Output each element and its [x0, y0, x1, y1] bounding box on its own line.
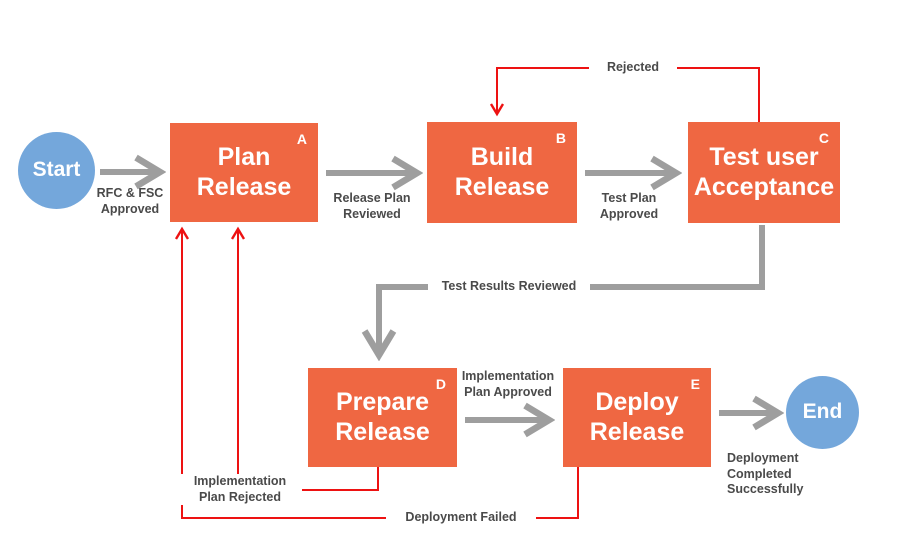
edge-label-test-results-reviewed: Test Results Reviewed — [428, 279, 590, 295]
node-end: End — [786, 376, 859, 449]
edge-label-rfc-fsc-approved: RFC & FSC Approved — [96, 186, 164, 216]
edge-rejected-arrow — [489, 67, 760, 122]
edge-label-implementation-plan-approved: Implementation Plan Approved — [461, 369, 555, 399]
edge-label-deployment-completed-successfully: Deployment Completed Successfully — [727, 451, 804, 496]
edge-implementation-plan-rejected-arrow — [230, 226, 379, 491]
node-test-user-acceptance-label: Test user Acceptance — [693, 143, 835, 201]
node-deploy-release-label: Deploy Release — [589, 388, 685, 446]
node-end-label: End — [802, 400, 843, 424]
node-start: Start — [18, 132, 95, 209]
edge-deployment-failed-arrow — [174, 226, 579, 519]
node-deploy-release-letter: E — [690, 376, 700, 392]
edge-label-test-plan-approved: Test Plan Approved — [599, 191, 659, 221]
edge-label-implementation-plan-rejected: Implementation Plan Rejected — [178, 474, 302, 505]
edge-label-release-plan-reviewed: Release Plan Reviewed — [333, 191, 411, 221]
node-start-label: Start — [32, 158, 81, 182]
node-build-release-label: Build Release — [454, 143, 550, 201]
node-build-release: B Build Release — [427, 122, 577, 223]
node-prepare-release: D Prepare Release — [308, 368, 457, 467]
edge-label-rejected: Rejected — [589, 60, 677, 76]
node-plan-release-letter: A — [296, 131, 307, 147]
node-prepare-release-letter: D — [435, 376, 446, 392]
node-build-release-letter: B — [555, 130, 566, 146]
node-test-user-acceptance-letter: C — [818, 130, 829, 146]
edge-label-deployment-failed: Deployment Failed — [386, 510, 536, 526]
node-test-user-acceptance: C Test user Acceptance — [688, 122, 840, 223]
node-plan-release-label: Plan Release — [196, 143, 292, 201]
node-plan-release: A Plan Release — [170, 123, 318, 222]
node-deploy-release: E Deploy Release — [563, 368, 711, 467]
node-prepare-release-label: Prepare Release — [335, 388, 430, 446]
